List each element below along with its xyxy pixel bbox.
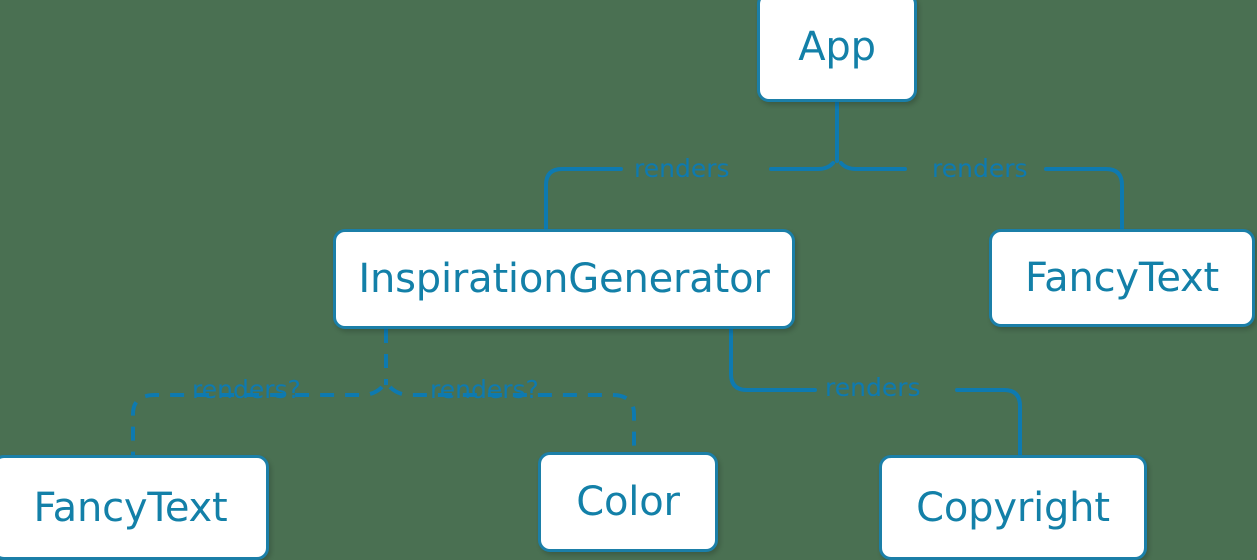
edge-app-fancytext-elbow (1044, 167, 1124, 231)
edge-ig-copyright-left (729, 327, 817, 392)
node-copyright-label: Copyright (916, 484, 1110, 531)
edge-ig-color-dashed (388, 385, 636, 452)
node-fancytext-right-label: FancyText (1025, 255, 1219, 301)
edge-label-app-inspiration: renders (634, 154, 730, 183)
node-inspiration-generator[interactable]: InspirationGenerator (333, 229, 795, 329)
edge-ig-copyright-right (955, 388, 1022, 457)
edge-ig-fancytext-dashed (131, 385, 384, 455)
node-app[interactable]: App (757, 0, 917, 102)
edge-app-inspiration-left-of-label (769, 161, 835, 171)
edge-label-app-fancytext: renders (932, 154, 1028, 183)
edge-label-inspiration-color: renders? (430, 375, 539, 404)
edge-app-fancytext-right-of-stem (839, 161, 907, 171)
node-color-label: Color (576, 479, 680, 525)
node-fancytext-left-label: FancyText (33, 484, 228, 531)
edge-label-inspiration-fancytext: renders? (192, 375, 301, 404)
node-fancytext-right[interactable]: FancyText (989, 229, 1255, 327)
node-color[interactable]: Color (538, 452, 718, 552)
node-app-label: App (798, 24, 876, 70)
node-copyright[interactable]: Copyright (879, 455, 1147, 560)
edge-app-inspiration-elbow (544, 167, 623, 231)
node-fancytext-left[interactable]: FancyText (0, 455, 269, 560)
node-inspiration-generator-label: InspirationGenerator (358, 256, 770, 302)
edge-label-inspiration-copyright: renders (825, 373, 921, 402)
